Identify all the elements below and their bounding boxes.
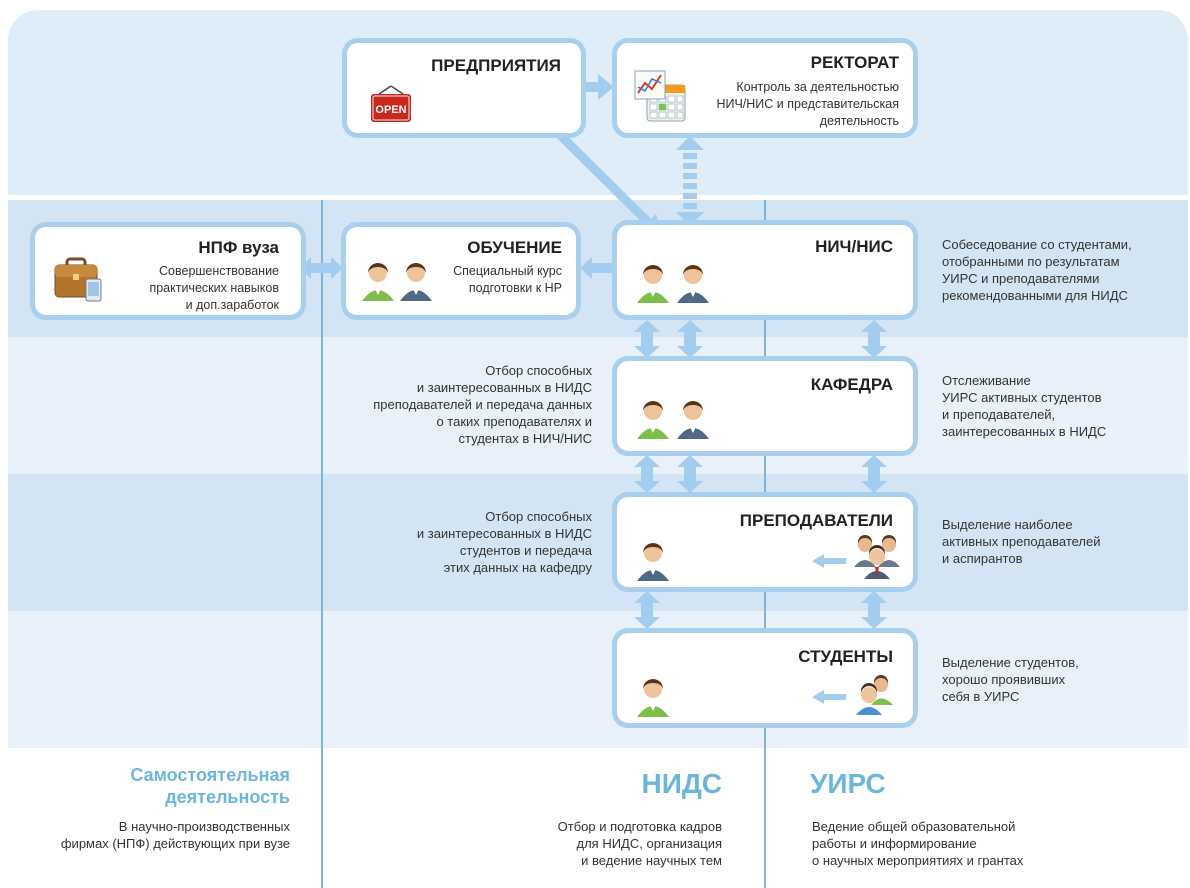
box-rectorate-title: РЕКТОРАТ — [810, 53, 899, 72]
arrow-nich-department-1 — [634, 320, 660, 358]
person-green-icon — [635, 395, 671, 444]
box-teachers: ПРЕПОДАВАТЕЛИ — [612, 492, 918, 592]
box-npf: НПФ вуза Совершенствование практических … — [30, 222, 306, 320]
person-blue-icon — [398, 257, 434, 306]
uirs-title: УИРС — [810, 768, 886, 799]
note-students: Выделение студентов,хорошо проявивших се… — [942, 655, 1079, 704]
briefcase-icon — [54, 257, 102, 302]
note-nich: Собеседование со студентами,отобранными … — [942, 237, 1132, 303]
arrow-department-teachers-2 — [677, 455, 703, 493]
person-green-icon — [360, 257, 396, 306]
person-blue-icon — [675, 395, 711, 444]
nids-title: НИДС — [641, 768, 722, 799]
box-nich-title: НИЧ/НИС — [815, 237, 893, 256]
arrow-teachers-students-1 — [634, 591, 660, 629]
independent-title: Самостоятельная деятельность — [130, 765, 290, 807]
person-green-icon — [635, 259, 671, 308]
band-top — [8, 10, 1188, 195]
independent-desc: В научно-производственных фирмах (НПФ) д… — [60, 819, 290, 851]
band-department — [8, 337, 1188, 474]
uirs-desc: Ведение общей образовательной работы и и… — [812, 819, 1024, 868]
arrow-department-teachers-1 — [634, 455, 660, 493]
box-nich: НИЧ/НИС — [612, 220, 918, 320]
box-students: СТУДЕНТЫ — [612, 628, 918, 728]
arrow-teachers-students-3 — [861, 591, 887, 629]
divider-left — [321, 200, 323, 888]
person-green-icon — [635, 673, 671, 722]
arrow-enterprises-rectorate — [584, 74, 614, 100]
nids-desc: Отбор и подготовка кадров для НИДС, орга… — [557, 819, 722, 868]
box-npf-desc: Совершенствование практических навыков и… — [149, 264, 279, 312]
band-teachers — [8, 474, 1188, 611]
arrow-department-teachers-3 — [861, 455, 887, 493]
box-department: КАФЕДРА — [612, 356, 918, 456]
box-npf-title: НПФ вуза — [198, 238, 279, 257]
open-sign-icon: OPEN — [371, 85, 411, 122]
arrow-nich-department-3 — [861, 320, 887, 358]
person-blue-icon — [635, 537, 671, 586]
box-rectorate: РЕКТОРАТ Контроль за деятельностью НИЧ/Н… — [612, 38, 918, 138]
arrow-left-icon — [812, 554, 846, 568]
box-enterprises-title: ПРЕДПРИЯТИЯ — [431, 56, 561, 75]
box-department-title: КАФЕДРА — [810, 375, 893, 394]
person-blue-icon — [675, 259, 711, 308]
arrow-left-icon — [812, 690, 846, 704]
group-icon — [854, 535, 900, 579]
box-rectorate-desc: Контроль за деятельностью НИЧ/НИС и пред… — [716, 80, 899, 128]
box-training-title: ОБУЧЕНИЕ — [467, 238, 562, 257]
box-enterprises: ПРЕДПРИЯТИЯ OPEN — [342, 38, 586, 138]
band-students — [8, 611, 1188, 748]
pair-icon — [856, 675, 893, 715]
arrow-rectorate-nich — [676, 136, 704, 226]
calendar-chart-icon — [634, 70, 686, 122]
box-training-desc: Специальный курс подготовки к НР — [453, 264, 562, 295]
box-teachers-title: ПРЕПОДАВАТЕЛИ — [739, 511, 893, 530]
svg-text:OPEN: OPEN — [375, 104, 406, 116]
box-training: ОБУЧЕНИЕ Специальный курс подготовки к Н… — [341, 222, 581, 320]
box-students-title: СТУДЕНТЫ — [798, 647, 893, 666]
arrow-nich-department-2 — [677, 320, 703, 358]
